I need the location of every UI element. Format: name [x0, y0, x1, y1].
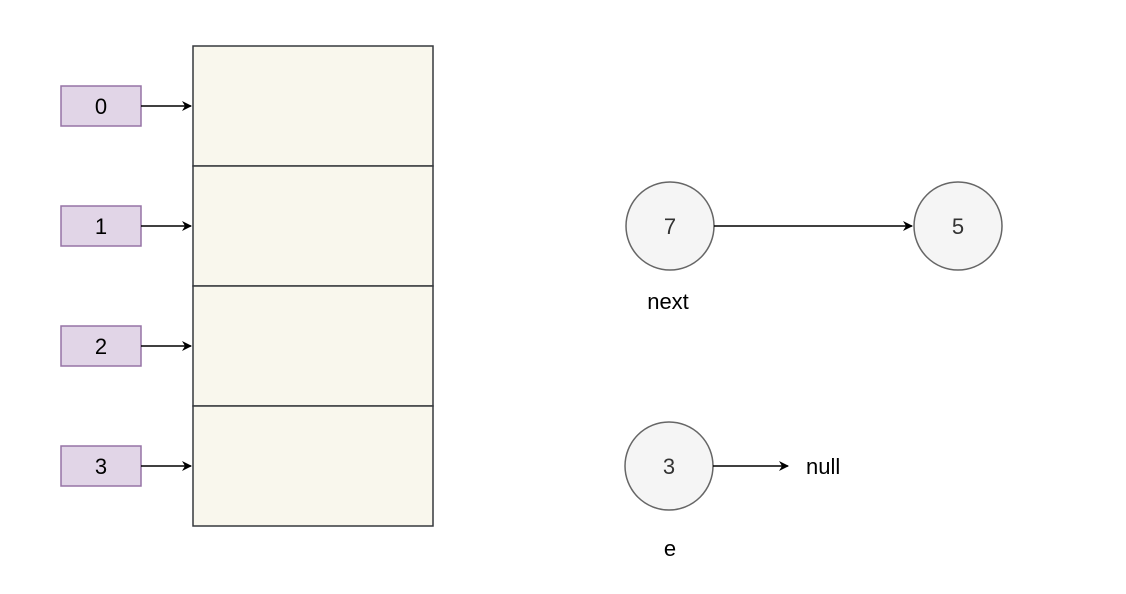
node-3-value: 3	[663, 454, 675, 479]
index-label-3: 3	[95, 454, 107, 479]
bucket-3	[192, 405, 434, 527]
node-7: 7	[625, 181, 715, 271]
null-label: null	[806, 454, 840, 479]
index-box-0: 0	[60, 85, 142, 127]
bucket-2	[192, 285, 434, 407]
next-label: next	[647, 289, 689, 314]
bucket-1	[192, 165, 434, 287]
index-box-1: 1	[60, 205, 142, 247]
index-label-0: 0	[95, 94, 107, 119]
index-label-2: 2	[95, 334, 107, 359]
index-box-2: 2	[60, 325, 142, 367]
node-3: 3	[624, 421, 714, 511]
index-boxes: 0 1 2 3	[60, 85, 142, 487]
bucket-0	[192, 45, 434, 167]
e-label: e	[664, 536, 676, 561]
index-label-1: 1	[95, 214, 107, 239]
node-7-value: 7	[664, 214, 676, 239]
bucket-array	[192, 45, 434, 527]
index-arrows	[141, 101, 192, 471]
index-box-3: 3	[60, 445, 142, 487]
node-5-value: 5	[952, 214, 964, 239]
node-5: 5	[913, 181, 1003, 271]
